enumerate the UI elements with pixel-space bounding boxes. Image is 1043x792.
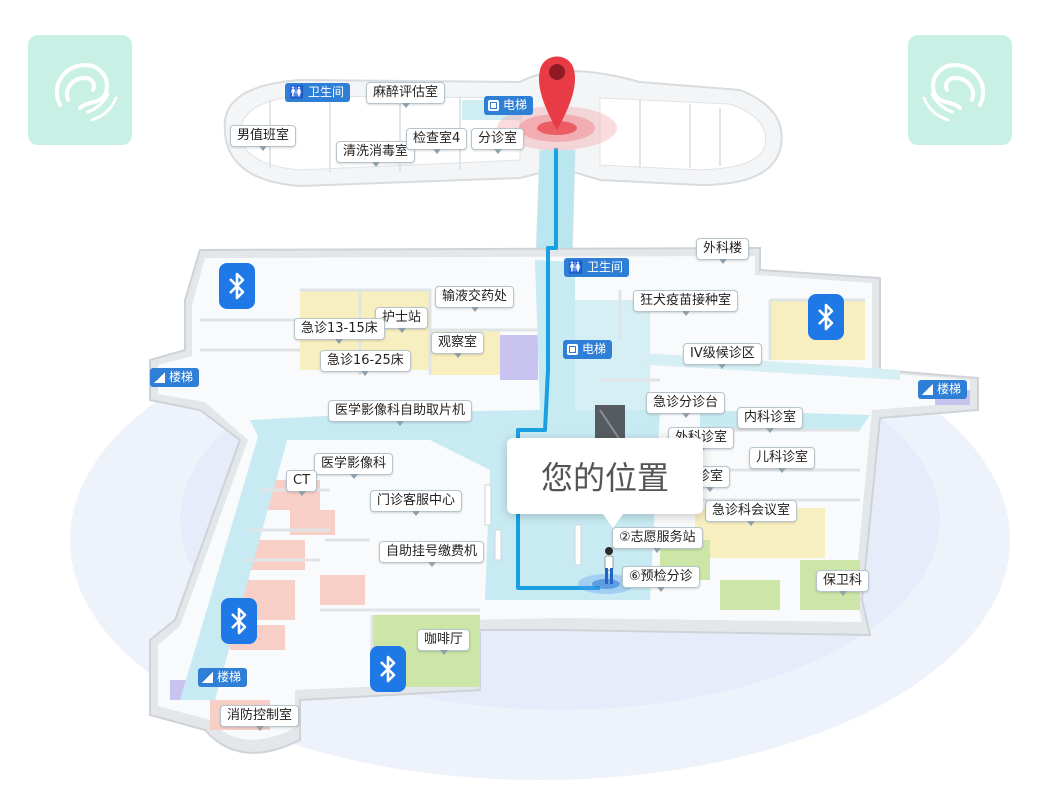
room-label[interactable]: 急诊16-25床 xyxy=(320,350,411,376)
room-label[interactable]: 检查室4 xyxy=(406,128,468,154)
stairs-icon xyxy=(202,672,213,683)
room-label[interactable]: 急诊分诊台 xyxy=(646,392,726,418)
bluetooth-beacon-icon xyxy=(221,598,257,644)
bluetooth-beacon-icon xyxy=(808,294,844,340)
stairs-tag-left[interactable]: 楼梯 xyxy=(150,368,200,387)
person-icon xyxy=(604,547,614,584)
restroom-tag-upper[interactable]: 🚻卫生间 xyxy=(285,83,350,102)
room-label[interactable]: 门诊客服中心 xyxy=(370,490,463,516)
elevator-icon xyxy=(567,344,578,355)
elevator-icon xyxy=(488,100,499,111)
room-label[interactable]: 急诊13-15床 xyxy=(294,318,385,344)
room-label[interactable]: 男值班室 xyxy=(230,125,297,151)
room-label[interactable]: CT xyxy=(286,470,318,496)
room-label[interactable]: 输液交药处 xyxy=(435,286,515,312)
stairs-icon xyxy=(154,372,165,383)
bluetooth-beacon-icon xyxy=(219,263,255,309)
restroom-icon: 🚻 xyxy=(289,85,304,99)
room-label[interactable]: 麻醉评估室 xyxy=(366,82,446,108)
room-label[interactable]: 保卫科 xyxy=(816,570,870,596)
nfc-signal-icon[interactable] xyxy=(28,35,132,145)
nfc-signal-icon[interactable] xyxy=(908,35,1012,145)
elevator-tag[interactable]: 电梯 xyxy=(563,340,613,359)
room-label[interactable]: ②志愿服务站 xyxy=(612,527,703,553)
room-label[interactable]: 咖啡厅 xyxy=(417,629,471,655)
room-label[interactable]: ⑥预检分诊 xyxy=(622,566,700,592)
room-label[interactable]: 内科诊室 xyxy=(737,407,804,433)
stairs-icon xyxy=(922,384,933,395)
restroom-icon: 🚻 xyxy=(568,260,583,274)
restroom-tag[interactable]: 🚻卫生间 xyxy=(564,258,629,277)
room-label[interactable]: 清洗消毒室 xyxy=(336,141,416,167)
location-pin-icon[interactable] xyxy=(538,56,576,131)
room-label[interactable]: 急诊科会议室 xyxy=(705,500,798,526)
elevator-tag-upper[interactable]: 电梯 xyxy=(484,96,534,115)
room-label[interactable]: 观察室 xyxy=(431,332,485,358)
room-label[interactable]: 分诊室 xyxy=(471,128,525,154)
room-label[interactable]: 儿科诊室 xyxy=(749,447,816,473)
room-label[interactable]: 医学影像科 xyxy=(314,453,394,479)
stairs-tag-right[interactable]: 楼梯 xyxy=(918,380,968,399)
room-label[interactable]: 医学影像科自助取片机 xyxy=(328,400,473,426)
room-label[interactable]: 消防控制室 xyxy=(220,705,300,731)
bluetooth-beacon-icon xyxy=(370,646,406,692)
room-label[interactable]: IV级候诊区 xyxy=(683,343,762,369)
navigation-route xyxy=(516,148,600,590)
room-label[interactable]: 护士站 xyxy=(375,307,429,333)
current-location-text: 您的位置 xyxy=(540,459,669,497)
stairs-tag-bottom[interactable]: 楼梯 xyxy=(198,668,248,687)
room-label[interactable]: 狂犬疫苗接种室 xyxy=(633,290,739,316)
room-label[interactable]: 外科楼 xyxy=(696,238,750,264)
room-label[interactable]: 自助挂号缴费机 xyxy=(379,541,485,567)
current-location-callout: 您的位置 xyxy=(507,438,703,528)
